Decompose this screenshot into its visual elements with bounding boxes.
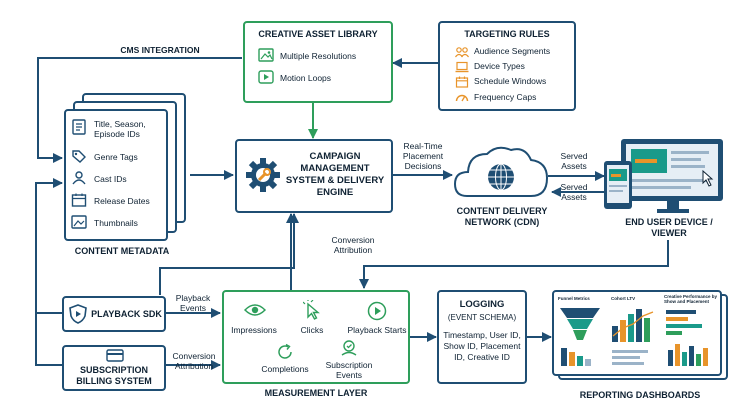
arrow-billing-loop [35,313,62,366]
library-item-resolutions: Multiple Resolutions [280,51,357,61]
logging-fields: Timestamp, User ID, Show ID, Placement I… [443,330,521,362]
metadata-item-cast: Cast IDs [94,174,127,184]
content-metadata-title: CONTENT METADATA [74,246,170,256]
creative-library-title: CREATIVE ASSET LIBRARY [258,29,378,39]
play-circle-icon [367,301,387,326]
measurement-layer-title: MEASUREMENT LAYER [264,388,368,398]
funnel-chart [558,304,602,373]
cdn-title: CONTENT DELIVERY NETWORK (CDN) [456,206,548,227]
person-icon [71,171,87,190]
playback-events-label: Playback Events [175,293,211,313]
cursor-icon [302,299,323,325]
calendar-icon [455,75,469,93]
playback-sdk-title: PLAYBACK SDK [91,309,162,319]
panel-title-funnel: Funnel Metrics [558,296,590,301]
reporting-dashboards-title: REPORTING DASHBOARDS [579,390,701,400]
eye-icon [243,301,267,324]
measurement-item-clicks: Clicks [300,325,324,335]
gear-icon [245,157,281,198]
credit-card-icon [106,349,124,367]
targeting-title: TARGETING RULES [464,29,550,39]
campaign-title: CAMPAIGN MANAGEMENT SYSTEM & DELIVERY EN… [285,151,385,198]
served-assets-label-1: Served Assets [560,151,588,171]
id-card-icon [71,119,87,140]
targeting-item-schedule: Schedule Windows [474,76,547,86]
targeting-item-audience: Audience Segments [474,46,551,56]
gauge-icon [455,90,469,108]
cloud-icon [453,142,549,205]
thumbnail-icon [71,215,87,234]
panel-title-cohort: Cohort LTV [611,296,636,301]
subscription-billing-box [62,345,166,391]
device-icon [455,60,469,78]
logging-subtitle: (EVENT SCHEMA) [447,313,517,322]
measurement-item-subscription-events: Subscription Events [325,360,373,380]
logging-title: LOGGING [459,299,505,310]
realtime-decisions-label: Real-Time Placement Decisions [402,141,444,171]
calendar-icon [71,193,87,212]
tag-icon [71,149,87,168]
tablet-icon [603,160,633,215]
image-icon [258,48,274,67]
metadata-item-ids: Title, Season, Episode IDs [94,119,146,139]
library-item-motion-loops: Motion Loops [280,73,332,83]
cohort-ltv-chart [610,304,658,373]
arrow-cms-integration [37,57,242,163]
subscription-event-icon [340,339,358,362]
metadata-item-thumbnails: Thumbnails [94,218,138,228]
subscription-billing-title: SUBSCRIPTION BILLING SYSTEM [76,365,152,386]
end-user-title: END USER DEVICE / VIEWER [625,217,713,238]
conversion-attribution-label-2: Conversion Attribution [172,351,216,371]
play-shield-icon [68,304,88,329]
creative-performance-chart [664,306,718,373]
panel-title-creative-performance: Creative Performance by Show and Placeme… [664,294,718,304]
logging-box [437,290,527,384]
measurement-item-completions: Completions [261,364,309,374]
conversion-attribution-label: Conversion Attribution [331,235,375,255]
metadata-item-genre: Genre Tags [94,152,138,162]
cms-integration-label: CMS INTEGRATION [120,45,200,55]
targeting-item-devices: Device Types [474,61,525,71]
completion-cycle-icon [276,343,294,366]
monitor-icon [617,139,727,218]
measurement-item-impressions: Impressions [231,325,277,335]
motion-loop-icon [258,70,274,89]
arrow-device-to-logging [359,240,669,289]
arrow-sdk-to-campaign [159,213,299,295]
arrow-feedback-to-metadata [35,178,63,314]
targeting-item-frequency: Frequency Caps [474,92,537,102]
audience-icon [455,45,469,63]
served-assets-label-2: Served Assets [560,182,588,202]
creative-asset-library-box [243,21,393,103]
measurement-item-playback-starts: Playback Starts [347,325,407,335]
metadata-item-release: Release Dates [94,196,150,206]
